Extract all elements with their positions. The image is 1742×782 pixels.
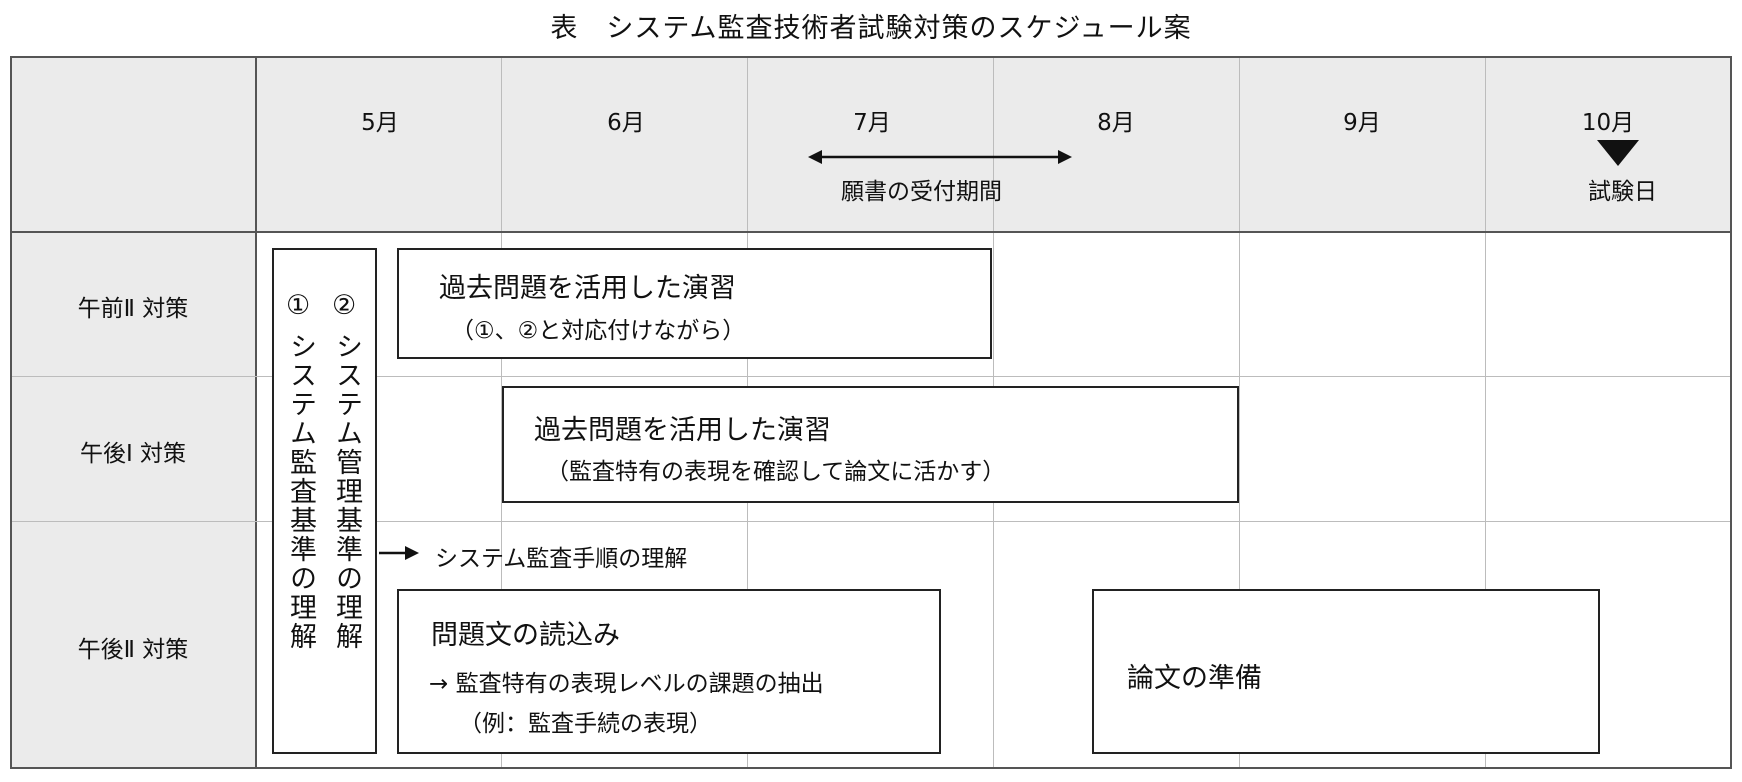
pm2-reading-line1: → 監査特有の表現レベルの課題の抽出 <box>429 671 824 697</box>
row-label-pm1: 午後Ⅰ 対策 <box>79 441 187 467</box>
col-line <box>501 56 502 769</box>
col-line <box>1239 56 1240 769</box>
month-may: 5月 <box>361 110 399 136</box>
month-june: 6月 <box>607 110 645 136</box>
standard-management-number: ② <box>332 290 357 321</box>
row-label-am2: 午前Ⅱ 対策 <box>77 296 189 322</box>
header-line <box>10 231 1732 233</box>
exam-day-marker-icon <box>1597 140 1639 166</box>
row-label-background <box>10 56 256 769</box>
procedure-arrow <box>379 546 419 560</box>
standard-audit-text: システム監査基準の理解 <box>285 332 316 651</box>
col-line <box>1485 56 1486 769</box>
page-title: 表 システム監査技術者試験対策のスケジュール案 <box>550 13 1192 44</box>
pm2-reading-title: 問題文の読込み <box>431 620 620 651</box>
month-august: 8月 <box>1097 110 1135 136</box>
am2-practice-note: （①、②と対応付けながら） <box>451 318 746 344</box>
standard-audit-number: ① <box>286 290 311 321</box>
pm2-essay-box: 論文の準備 <box>1092 589 1600 754</box>
pm2-procedure-label: システム監査手順の理解 <box>435 546 688 572</box>
schedule-table-frame <box>10 56 1732 769</box>
header-background <box>10 56 1732 232</box>
pm1-practice-title: 過去問題を活用した演習 <box>534 415 831 446</box>
am2-practice-title: 過去問題を活用した演習 <box>439 273 736 304</box>
standard-management-text: システム管理基準の理解 <box>331 332 362 651</box>
application-period-arrow <box>808 150 1072 164</box>
row-line <box>10 376 1732 377</box>
label-col-line <box>255 56 257 769</box>
application-period-label: 願書の受付期間 <box>841 179 1002 205</box>
am2-practice-box: 過去問題を活用した演習 （①、②と対応付けながら） <box>397 248 992 359</box>
pm1-practice-box: 過去問題を活用した演習 （監査特有の表現を確認して論文に活かす） <box>502 386 1239 503</box>
row-line <box>10 521 1732 522</box>
month-september: 9月 <box>1343 110 1381 136</box>
month-october: 10月 <box>1581 110 1635 136</box>
standards-box: ① ② システム監査基準の理解 システム管理基準の理解 <box>272 248 377 754</box>
exam-day-label: 試験日 <box>1588 179 1657 205</box>
pm2-essay-label: 論文の準備 <box>1127 663 1262 694</box>
month-july: 7月 <box>853 110 891 136</box>
pm2-reading-line2: （例：監査手続の表現） <box>459 711 712 737</box>
pm2-reading-box: 問題文の読込み → 監査特有の表現レベルの課題の抽出 （例：監査手続の表現） <box>397 589 941 754</box>
row-label-pm2: 午後Ⅱ 対策 <box>77 637 189 663</box>
pm1-practice-note: （監査特有の表現を確認して論文に活かす） <box>546 459 1006 485</box>
